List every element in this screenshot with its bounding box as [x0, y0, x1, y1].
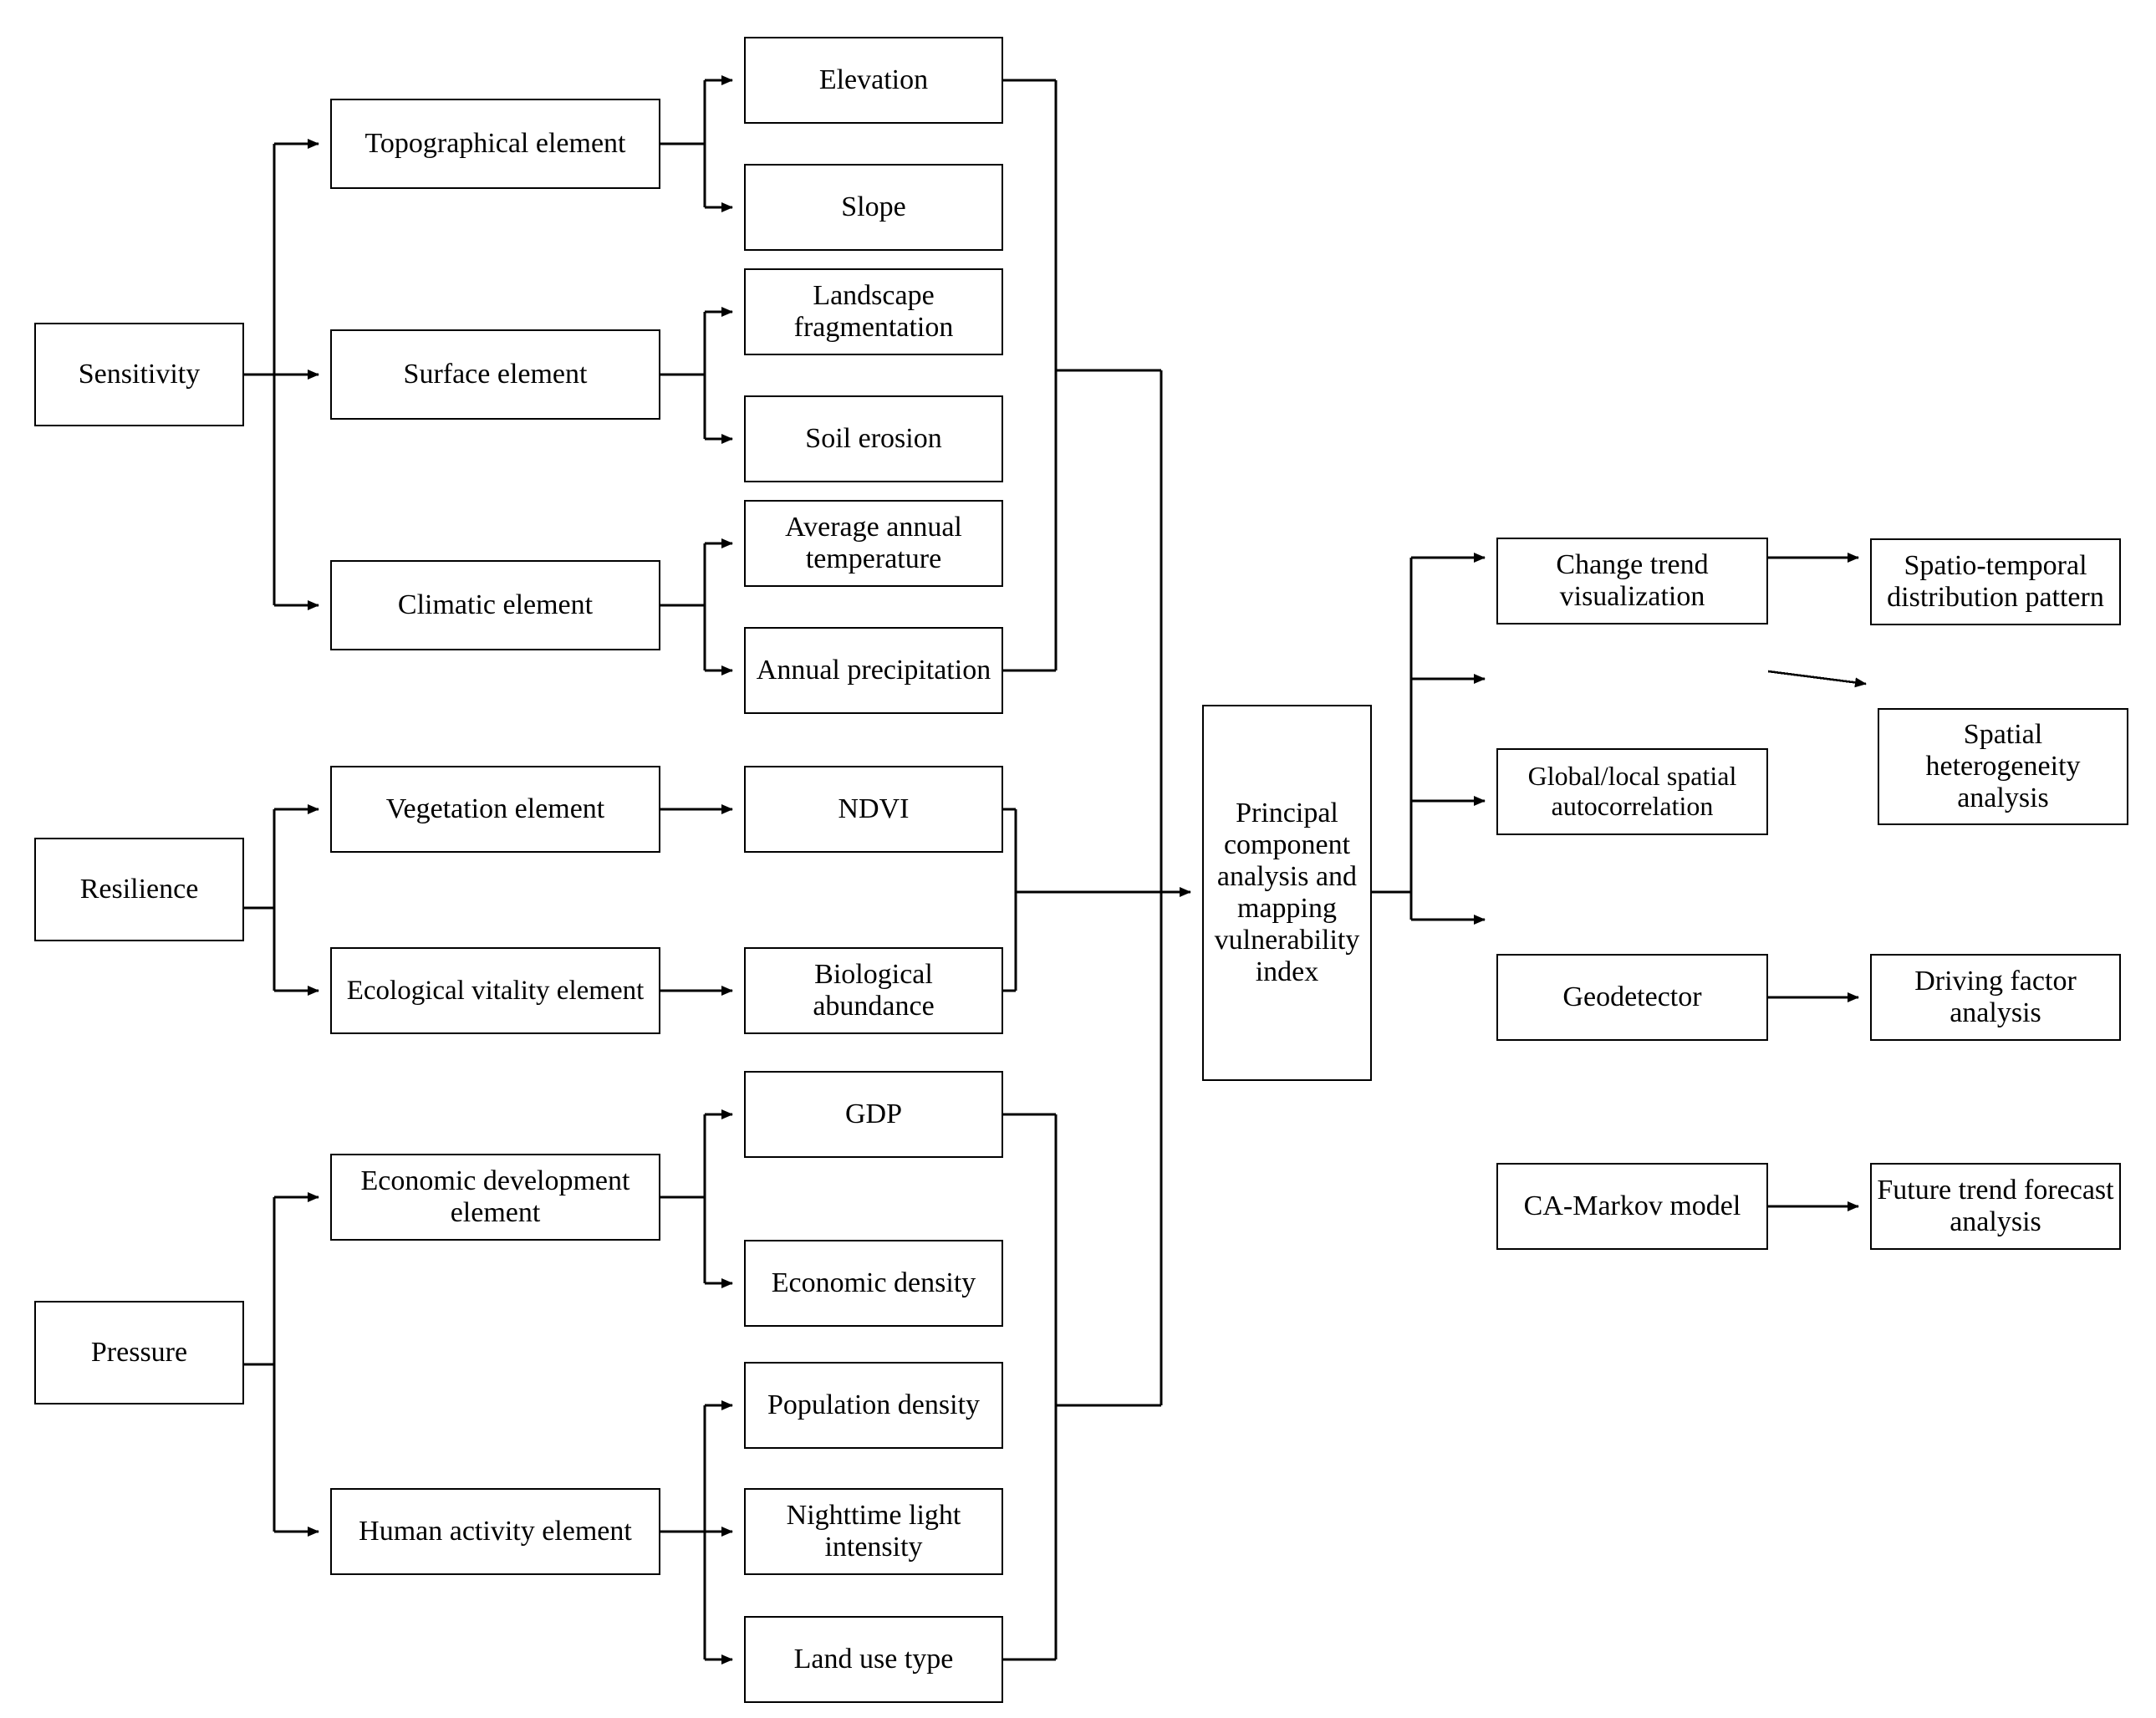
element-label: Human activity element: [359, 1515, 632, 1547]
indicator-label: GDP: [844, 1098, 903, 1129]
indicator-box-landscape-fragmentation[interactable]: Landscape fragmentation: [744, 268, 1003, 355]
indicator-box-gdp[interactable]: GDP: [744, 1071, 1003, 1158]
method-box-global-local-spatial-autocorrelation[interactable]: Global/local spatial autocorrelation: [1496, 748, 1768, 835]
output-box-driving-factor-analysis[interactable]: Driving factor analysis: [1870, 954, 2121, 1041]
indicator-box-annual-precipitation[interactable]: Annual precipitation: [744, 627, 1003, 714]
indicator-label: Economic density: [771, 1267, 976, 1298]
output-label: Future trend forecast analysis: [1877, 1174, 2114, 1237]
output-label: Spatio-temporal distribution pattern: [1887, 549, 2104, 613]
indicator-box-biological-abundance[interactable]: Biological abundance: [744, 947, 1003, 1034]
dimension-label: Sensitivity: [78, 358, 201, 390]
indicator-box-nighttime-light-intensity[interactable]: Nighttime light intensity: [744, 1488, 1003, 1575]
element-label: Climatic element: [397, 589, 594, 620]
output-box-spatial-heterogeneity-analysis[interactable]: Spatial heterogeneity analysis: [1878, 708, 2128, 825]
indicator-label: Population density: [767, 1389, 981, 1420]
indicator-box-soil-erosion[interactable]: Soil erosion: [744, 395, 1003, 482]
dimension-box-resilience[interactable]: Resilience: [34, 838, 244, 941]
element-label: Economic development element: [360, 1165, 630, 1228]
element-box-topographical-element[interactable]: Topographical element: [330, 99, 660, 189]
method-box-geodetector[interactable]: Geodetector: [1496, 954, 1768, 1041]
dimension-label: Pressure: [90, 1336, 188, 1368]
indicator-label: Slope: [841, 191, 906, 222]
element-box-ecological-vitality-element[interactable]: Ecological vitality element: [330, 947, 660, 1034]
core-label: Principal component analysis and mapping…: [1214, 797, 1360, 988]
dimension-box-sensitivity[interactable]: Sensitivity: [34, 323, 244, 426]
element-box-climatic-element[interactable]: Climatic element: [330, 560, 660, 650]
indicator-label: Soil erosion: [805, 422, 942, 454]
indicator-label: NDVI: [838, 793, 910, 824]
wire-autocorrelation-heterogeneity: [1767, 670, 1867, 688]
indicator-label: Nighttime light intensity: [786, 1499, 961, 1563]
core-box-principal-component-analysis[interactable]: Principal component analysis and mapping…: [1202, 705, 1372, 1081]
indicator-box-population-density[interactable]: Population density: [744, 1362, 1003, 1449]
indicator-box-land-use-type[interactable]: Land use type: [744, 1616, 1003, 1703]
indicator-label: Annual precipitation: [756, 654, 991, 686]
indicator-box-slope[interactable]: Slope: [744, 164, 1003, 251]
element-label: Topographical element: [364, 127, 626, 159]
element-label: Vegetation element: [385, 793, 605, 824]
output-label: Driving factor analysis: [1914, 965, 2077, 1028]
output-label: Spatial heterogeneity analysis: [1925, 718, 2081, 814]
method-label: Geodetector: [1562, 981, 1702, 1012]
method-label: Change trend visualization: [1556, 548, 1709, 612]
method-label: Global/local spatial autocorrelation: [1527, 761, 1737, 821]
element-label: Surface element: [403, 358, 588, 390]
dimension-label: Resilience: [79, 873, 199, 905]
indicator-label: Landscape fragmentation: [793, 279, 954, 343]
method-label: CA-Markov model: [1523, 1190, 1741, 1221]
indicator-box-ndvi[interactable]: NDVI: [744, 766, 1003, 853]
element-box-economic-development-element[interactable]: Economic development element: [330, 1154, 660, 1241]
output-box-future-trend-forecast-analysis[interactable]: Future trend forecast analysis: [1870, 1163, 2121, 1250]
indicator-label: Elevation: [818, 64, 929, 95]
indicator-box-elevation[interactable]: Elevation: [744, 37, 1003, 124]
indicator-label: Land use type: [793, 1643, 954, 1675]
indicator-box-average-annual-temperature[interactable]: Average annual temperature: [744, 500, 1003, 587]
indicator-label: Biological abundance: [813, 958, 935, 1022]
element-box-vegetation-element[interactable]: Vegetation element: [330, 766, 660, 853]
element-box-human-activity-element[interactable]: Human activity element: [330, 1488, 660, 1575]
output-box-spatio-temporal-distribution-pattern[interactable]: Spatio-temporal distribution pattern: [1870, 538, 2121, 625]
indicator-box-economic-density[interactable]: Economic density: [744, 1240, 1003, 1327]
element-label: Ecological vitality element: [346, 975, 645, 1006]
method-box-change-trend-visualization[interactable]: Change trend visualization: [1496, 538, 1768, 624]
dimension-box-pressure[interactable]: Pressure: [34, 1301, 244, 1404]
indicator-label: Average annual temperature: [785, 511, 962, 574]
method-box-ca-markov-model[interactable]: CA-Markov model: [1496, 1163, 1768, 1250]
element-box-surface-element[interactable]: Surface element: [330, 329, 660, 420]
